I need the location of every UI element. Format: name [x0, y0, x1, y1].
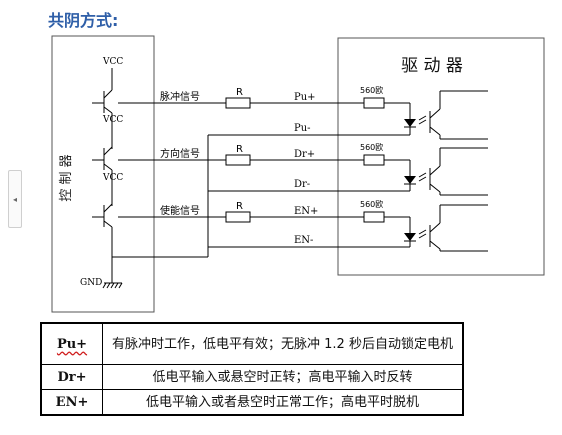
terminal-pos-label: EN+	[294, 206, 318, 217]
signal-name-label: 脉冲信号	[160, 90, 200, 103]
transistor-emitter	[103, 163, 113, 171]
led-icon	[404, 233, 416, 241]
signal-description-table: Pu+ 有脉冲时工作，低电平有效；无脉冲 1.2 秒后自动锁定电机 Dr+ 低电…	[40, 322, 464, 416]
driver-resistor-label: 560欧	[360, 85, 383, 95]
photo-collector	[429, 108, 441, 119]
transistor-emitter	[103, 106, 113, 114]
terminal-pos-label: Pu+	[294, 92, 316, 103]
driver-resistor-label: 560欧	[360, 142, 383, 152]
chevron-left-icon: ◂	[12, 194, 17, 204]
light-arrow	[418, 115, 427, 121]
controller-label: 控 制 器	[59, 154, 74, 201]
driver-resistor	[363, 154, 385, 166]
terminal-pos-label: Dr+	[294, 149, 315, 160]
terminal-neg-label: Dr-	[294, 179, 310, 190]
resistor-label: R	[236, 201, 243, 212]
transistor-collector	[103, 89, 113, 99]
driver-label: 驱 动 器	[401, 56, 463, 76]
signal-name-label: 方向信号	[160, 147, 200, 160]
photo-collector	[429, 222, 441, 233]
transistor-emitter	[103, 220, 113, 228]
photo-emitter	[429, 183, 441, 193]
led-icon	[404, 176, 416, 184]
signal-channels: VCC R 脉冲信号 Pu+ Pu- 560欧 VCC R 方向信号 Dr+ Dr- 560欧 VCC R…	[92, 57, 488, 263]
wiring-diagram: 共阴方式: 控 制 器 驱 动 器 VCC R 脉冲信号 Pu+ Pu- 560欧 VCC R…	[48, 11, 545, 313]
photo-emitter	[429, 240, 441, 250]
table-key-cell: Dr+	[40, 364, 103, 390]
driver-resistor	[363, 97, 385, 109]
table-value-cell: 有脉冲时工作，低电平有效；无脉冲 1.2 秒后自动锁定电机	[102, 322, 464, 365]
driver-box	[337, 37, 545, 276]
table-key: Pu+	[56, 336, 88, 352]
light-arrow	[418, 233, 427, 239]
light-arrow	[418, 119, 427, 125]
photo-collector	[429, 165, 441, 176]
table-row: Pu+ 有脉冲时工作，低电平有效；无脉冲 1.2 秒后自动锁定电机	[40, 322, 464, 365]
side-collapse-handle[interactable]: ◂	[8, 170, 22, 228]
photo-emitter	[429, 126, 441, 136]
resistor-label: R	[236, 87, 243, 98]
table-key-cell: Pu+	[40, 322, 103, 365]
vcc-label: VCC	[102, 115, 123, 125]
resistor-r	[225, 97, 251, 109]
signal-name-label: 使能信号	[160, 204, 200, 217]
resistor-r	[225, 154, 251, 166]
controller-box	[51, 35, 155, 313]
table-row: EN+ 低电平输入或者悬空时正常工作；高电平时脱机	[40, 389, 464, 416]
light-arrow	[418, 172, 427, 178]
diagram-title: 共阴方式:	[48, 11, 118, 30]
table-row: Dr+ 低电平输入或悬空时正转；高电平输入时反转	[40, 364, 464, 390]
terminal-neg-label: EN-	[294, 235, 313, 246]
ground-symbol	[102, 257, 123, 289]
light-arrow	[418, 229, 427, 235]
vcc-label: VCC	[102, 173, 123, 183]
terminal-neg-label: Pu-	[294, 123, 311, 134]
driver-resistor-label: 560欧	[360, 199, 383, 209]
transistor-collector	[103, 146, 113, 156]
table-value-cell: 低电平输入或悬空时正转；高电平输入时反转	[102, 364, 464, 390]
light-arrow	[418, 176, 427, 182]
resistor-label: R	[236, 144, 243, 155]
resistor-r	[225, 211, 251, 223]
led-icon	[404, 119, 416, 127]
table-value-cell: 低电平输入或者悬空时正常工作；高电平时脱机	[102, 389, 464, 416]
gnd-label: GND	[80, 278, 102, 288]
vcc-label: VCC	[102, 57, 123, 67]
transistor-collector	[103, 203, 113, 213]
driver-resistor	[363, 211, 385, 223]
table-key-cell: EN+	[40, 389, 103, 416]
